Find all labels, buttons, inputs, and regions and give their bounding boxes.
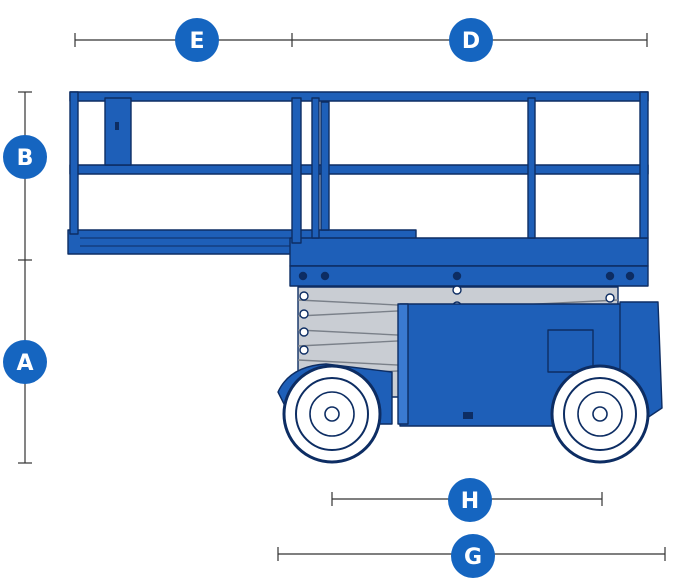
dimension-label-e: E (189, 29, 204, 54)
scissor-lift (67, 91, 663, 464)
dimension-badge-a: A (3, 340, 47, 384)
dimension-badge-g: G (451, 534, 495, 578)
dimension-badge-b: B (3, 135, 47, 179)
main-deck (289, 237, 649, 287)
dimension-label-b: B (17, 146, 34, 171)
guard-rails (69, 91, 649, 244)
front-wheel (550, 364, 650, 464)
dimension-badge-e: E (175, 18, 219, 62)
dimension-label-a: A (16, 351, 33, 376)
dimension-badge-d: D (449, 18, 493, 62)
dimension-badge-h: H (448, 478, 492, 522)
rear-wheel (282, 364, 382, 464)
dimension-label-d: D (462, 29, 480, 54)
dimension-label-h: H (461, 489, 479, 514)
dimension-label-g: G (464, 545, 482, 570)
